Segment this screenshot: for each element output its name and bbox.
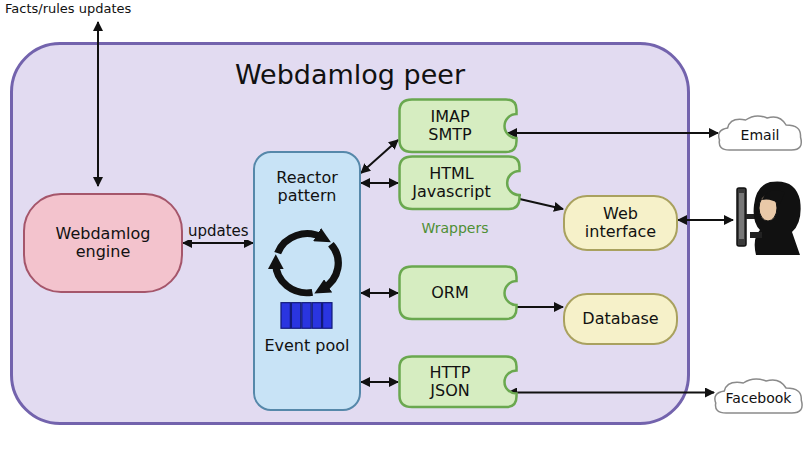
reactor-box: Reactor patternEvent pool xyxy=(253,151,361,411)
group-label: Wrappers xyxy=(422,220,489,236)
node-label: Facebook xyxy=(726,386,792,406)
connector xyxy=(361,140,398,173)
input-label: Facts/rules updates xyxy=(5,1,131,16)
connector xyxy=(361,182,398,184)
connector xyxy=(508,132,718,134)
connector xyxy=(511,197,563,209)
connector xyxy=(508,306,563,308)
wrapper-box: IMAP SMTP xyxy=(398,98,518,154)
node-label: Event pool xyxy=(264,337,349,355)
node-label: IMAP SMTP xyxy=(428,108,471,145)
connector xyxy=(508,392,714,394)
service-box: Web interface xyxy=(563,195,678,251)
wrapper-box: HTTP JSON xyxy=(398,355,518,409)
user-figure xyxy=(737,181,801,255)
external-cloud: Email xyxy=(715,113,805,153)
node-label: Web interface xyxy=(585,205,656,242)
node-label: Database xyxy=(582,310,658,328)
wrapper-box: ORM xyxy=(398,265,518,321)
node-label: ORM xyxy=(431,284,469,302)
node-label: HTTP JSON xyxy=(430,364,471,401)
node-label: Email xyxy=(741,123,780,143)
user-arrow xyxy=(678,219,733,221)
connector xyxy=(361,292,398,294)
external-cloud: Facebook xyxy=(711,376,806,416)
node-label: Webdamlog engine xyxy=(56,225,151,262)
node-label: Reactor pattern xyxy=(276,169,337,206)
peer-region: Webdamlog peerWebdamlog engine Reactor p… xyxy=(10,42,690,425)
service-box: Database xyxy=(563,293,678,345)
connector xyxy=(183,242,253,244)
connector xyxy=(361,381,398,383)
node-label: HTML Javascript xyxy=(412,165,490,202)
facts-arrow xyxy=(97,22,99,186)
region-title: Webdamlog peer xyxy=(13,59,687,90)
edge-label: updates xyxy=(186,222,251,240)
engine-box: Webdamlog engine xyxy=(23,193,183,293)
wrapper-box: HTML Javascript xyxy=(398,155,521,211)
